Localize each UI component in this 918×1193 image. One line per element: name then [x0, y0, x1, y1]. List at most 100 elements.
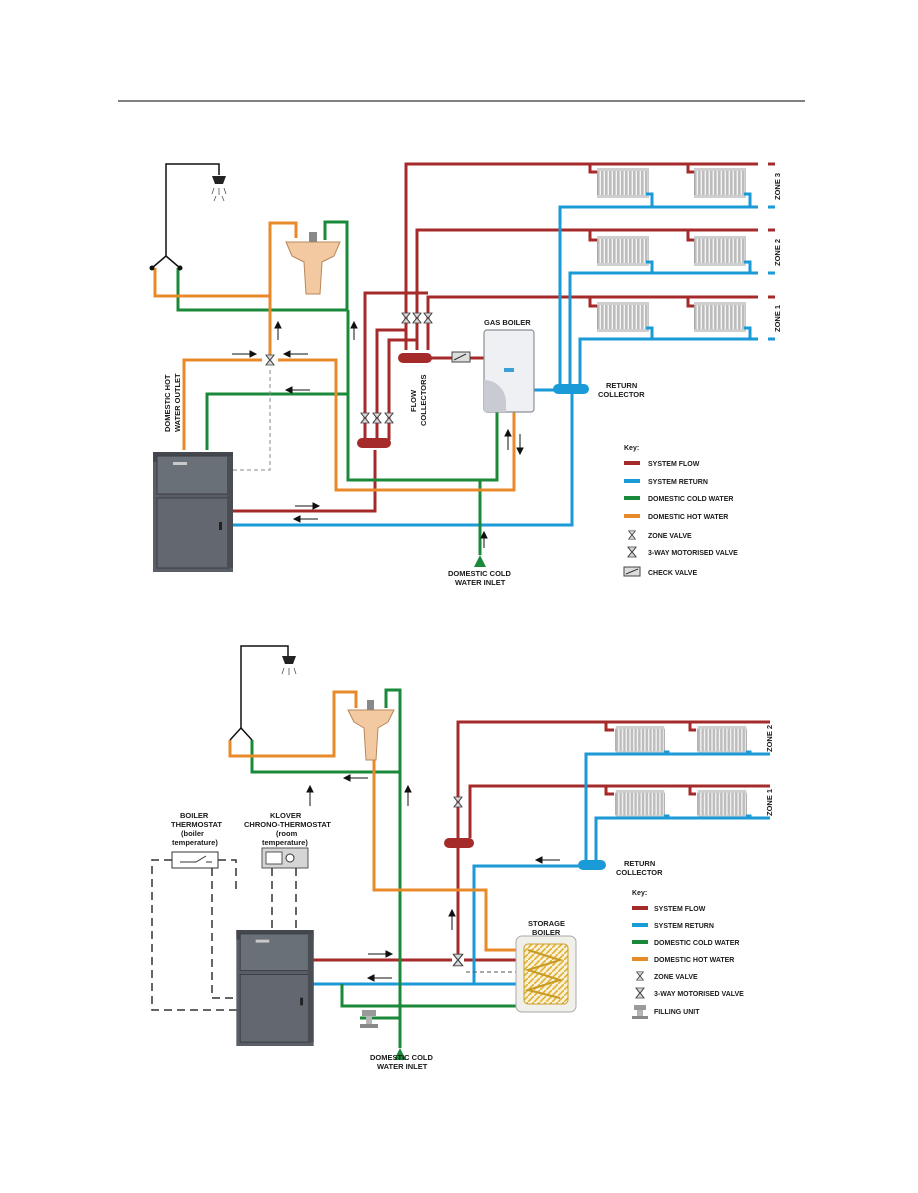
diagram-2: ZONE 2 ZONE 1 BOILER THERMOSTAT (boiler … — [151, 645, 774, 1071]
inlet-marker — [474, 555, 486, 567]
check-valve-icon — [451, 351, 471, 363]
gas-boiler-label: GAS BOILER — [484, 318, 531, 327]
domestic-hot-pipes — [153, 221, 516, 492]
three-way-valve-icon — [265, 354, 275, 366]
line-swatch-return — [632, 923, 648, 927]
flow-collectors-label: FLOW — [409, 389, 418, 412]
radiator — [615, 726, 665, 754]
return-collector-label: RETURN — [606, 381, 637, 390]
chrono-thermostat-label: temperature) — [262, 838, 308, 847]
three-way-valve-icon — [635, 987, 645, 999]
storage-boiler — [515, 935, 577, 1013]
biomass-boiler — [236, 930, 314, 1046]
legend-item: SYSTEM RETURN — [654, 923, 714, 930]
radiator — [694, 302, 746, 332]
zone-valve-icon — [384, 412, 394, 424]
control-wiring — [151, 859, 297, 1011]
cold-inlet-label: WATER INLET — [455, 578, 506, 587]
dhw-outlet-label: WATER OUTLET — [173, 373, 182, 432]
zone-3-label: ZONE 3 — [773, 173, 782, 200]
flow-arrows — [232, 320, 524, 548]
zone-1-label: ZONE 1 — [765, 789, 774, 816]
three-way-valve-icon — [452, 953, 464, 967]
legend-item: 3-WAY MOTORISED VALVE — [654, 991, 744, 998]
radiator — [697, 726, 747, 754]
flow-arrows — [306, 774, 560, 982]
radiator — [597, 302, 649, 332]
line-swatch-flow — [624, 461, 640, 465]
flow-collector — [444, 838, 474, 848]
line-swatch-cold — [632, 940, 648, 944]
legend-item: SYSTEM RETURN — [648, 479, 708, 486]
boiler-thermostat-label: temperature) — [172, 838, 218, 847]
three-way-valve-icon — [627, 546, 637, 558]
check-valve-icon — [623, 566, 641, 577]
flow-collector — [357, 438, 391, 448]
legend-title: Key: — [632, 890, 647, 897]
biomass-boiler — [152, 452, 234, 572]
legend-item: CHECK VALVE — [648, 570, 697, 577]
shower-head-icon — [211, 176, 227, 202]
radiator — [697, 790, 747, 818]
legend-title: Key: — [624, 445, 639, 452]
cold-inlet-label: WATER INLET — [377, 1062, 428, 1071]
boiler-thermostat — [171, 851, 219, 869]
zone-2-label: ZONE 2 — [765, 725, 774, 752]
line-swatch-flow — [632, 906, 648, 910]
shower-pipe — [229, 645, 289, 741]
filling-unit-icon — [632, 1005, 648, 1019]
system-flow-pipes — [312, 720, 770, 962]
zone-valve-icon — [401, 312, 411, 324]
legend-item: ZONE VALVE — [648, 533, 692, 540]
legend-item: DOMESTIC HOT WATER — [648, 514, 728, 521]
dhw-outlet-label: DOMESTIC HOT — [163, 374, 172, 432]
line-swatch-hot — [632, 957, 648, 961]
shower-pipe — [151, 163, 220, 269]
zone-valve-icon — [372, 412, 382, 424]
boiler-thermostat-label: THERMOSTAT — [171, 820, 222, 829]
radiator — [597, 236, 649, 266]
chrono-thermostat-label: KLOVER — [270, 811, 302, 820]
radiator — [615, 790, 665, 818]
filling-unit-icon — [360, 1010, 378, 1028]
return-collector — [553, 384, 589, 394]
legend-item: DOMESTIC HOT WATER — [654, 957, 734, 964]
legend-item: DOMESTIC COLD WATER — [654, 940, 739, 947]
zone-valve-icon — [412, 312, 422, 324]
flow-collectors-label: COLLECTORS — [419, 374, 428, 426]
system-return-pipes — [232, 192, 775, 527]
gas-boiler — [483, 329, 535, 413]
flow-collector — [398, 353, 432, 363]
legend-item: SYSTEM FLOW — [648, 461, 700, 468]
chrono-thermostat-label: CHRONO-THERMOSTAT — [244, 820, 331, 829]
boiler-thermostat-label: (boiler — [181, 829, 204, 838]
washbasin-icon — [347, 700, 395, 761]
storage-boiler-label: BOILER — [532, 928, 561, 937]
legend-item: ZONE VALVE — [654, 974, 698, 981]
zone-2-label: ZONE 2 — [773, 239, 782, 266]
zone-valve-icon — [635, 971, 645, 981]
washbasin-icon — [285, 232, 341, 295]
legend-1: Key: SYSTEM FLOW SYSTEM RETURN DOMESTIC … — [623, 445, 738, 577]
return-collector — [578, 860, 606, 870]
chrono-thermostat — [261, 847, 309, 869]
line-swatch-return — [624, 479, 640, 483]
system-return-pipes — [312, 750, 770, 986]
chrono-thermostat-label: (room — [276, 829, 298, 838]
cold-inlet-label: DOMESTIC COLD — [448, 569, 511, 578]
zone-valve-icon — [423, 312, 433, 324]
zone-1-label: ZONE 1 — [773, 305, 782, 332]
radiator — [694, 236, 746, 266]
domestic-hot-pipes — [228, 690, 520, 952]
legend-item: 3-WAY MOTORISED VALVE — [648, 550, 738, 557]
zone-valve-icon — [360, 412, 370, 424]
diagram-1: ZONE 3 ZONE 2 ZONE 1 GAS BOILER RETURN C… — [149, 162, 782, 587]
return-collector-label: COLLECTOR — [616, 868, 663, 877]
zone-continuations — [758, 162, 768, 341]
return-collector-label: RETURN — [624, 859, 655, 868]
inlet-marker — [394, 1048, 406, 1060]
legend-item: SYSTEM FLOW — [654, 906, 706, 913]
zone-valve-icon — [453, 796, 463, 808]
